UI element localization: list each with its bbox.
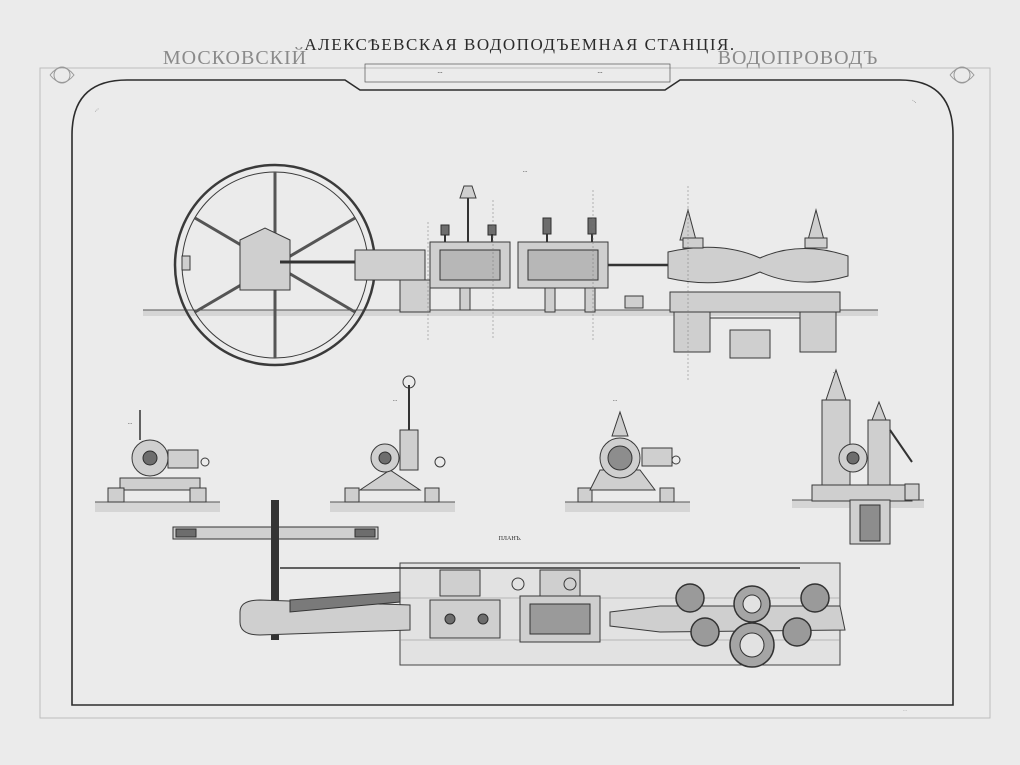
subtitle-right: ... — [597, 67, 603, 75]
drawing-title: АЛЕКСѢЕВСКАЯ ВОДОПОДЪЕМНАЯ СТАНЦІЯ. — [304, 35, 735, 54]
left-corner-ornament: ... — [49, 66, 100, 114]
section-gh — [792, 368, 924, 545]
imprint-text: ... — [903, 708, 907, 713]
section-cd-label: ... — [393, 397, 398, 403]
left-heading: МОСКОВСКІЙ — [163, 46, 307, 69]
section-ef — [565, 410, 690, 512]
right-corner-ornament: ... — [911, 66, 975, 105]
plan-label: ПЛАНЪ. — [499, 536, 522, 542]
section-ab — [95, 410, 220, 512]
main-frame — [71, 79, 954, 706]
main-elevation-label: ... — [523, 167, 528, 174]
corner-left-label: ... — [91, 104, 100, 114]
right-heading: ВОДОПРОВОДЪ — [718, 47, 879, 69]
corner-right-label: ... — [911, 95, 920, 105]
subtitle-left: ... — [437, 67, 443, 75]
section-ef-label: ... — [613, 397, 618, 403]
plan-view — [172, 500, 846, 668]
section-cd — [330, 375, 455, 512]
main-elevation — [143, 163, 878, 380]
subtitle-box — [364, 63, 671, 83]
outer-frame — [39, 67, 991, 719]
section-ab-label: ... — [128, 420, 133, 426]
